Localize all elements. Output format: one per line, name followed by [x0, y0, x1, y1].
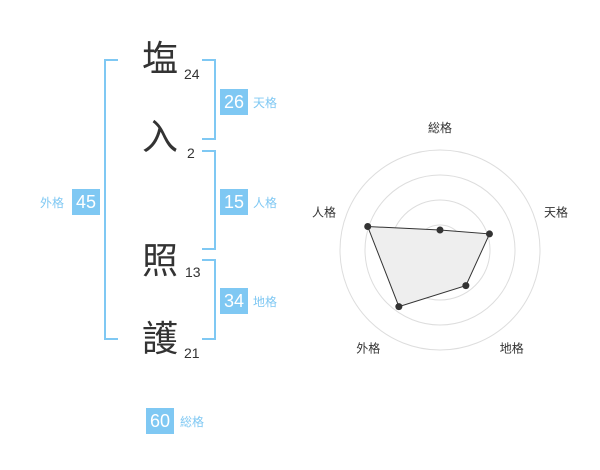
radar-point [436, 226, 444, 234]
radar-axis-label: 人格 [312, 204, 336, 219]
jinkaku-label: 人格 [253, 196, 278, 210]
radar-point [462, 282, 470, 290]
soukaku-value: 60 [146, 408, 174, 434]
radar-point [485, 230, 493, 238]
radar-point [364, 223, 372, 231]
radar-ring [364, 174, 516, 326]
radar-point [395, 303, 403, 311]
stroke-count-2: 2 [187, 145, 195, 161]
radar-axis-label: 外格 [356, 341, 380, 356]
radar-axis-label: 総格 [428, 120, 452, 135]
jinkaku-value: 15 [220, 189, 248, 215]
gaikaku-label: 外格 [40, 196, 65, 210]
tenkaku-bracket [202, 59, 216, 140]
radar-ring [339, 149, 541, 351]
name-char-2: 入 [142, 117, 179, 158]
chikaku-bracket [202, 259, 216, 340]
tenkaku-value: 26 [220, 89, 248, 115]
radar-polygon [366, 225, 491, 308]
soukaku-label: 総格 [180, 415, 205, 429]
tenkaku-label: 天格 [253, 96, 278, 110]
gaikaku-bracket [104, 59, 118, 340]
stroke-count-3: 13 [185, 264, 201, 280]
name-char-4: 護 [142, 319, 179, 360]
name-char-1: 塩 [142, 39, 179, 80]
name-char-3: 照 [142, 241, 179, 282]
chikaku-label: 地格 [253, 295, 278, 309]
radar-axis-label: 天格 [544, 204, 568, 219]
jinkaku-bracket [202, 150, 216, 250]
stroke-count-4: 21 [184, 345, 200, 361]
radar-axis-label: 地格 [500, 341, 524, 356]
chikaku-value: 34 [220, 288, 248, 314]
gaikaku-value: 45 [72, 189, 100, 215]
stroke-count-1: 24 [184, 66, 200, 82]
